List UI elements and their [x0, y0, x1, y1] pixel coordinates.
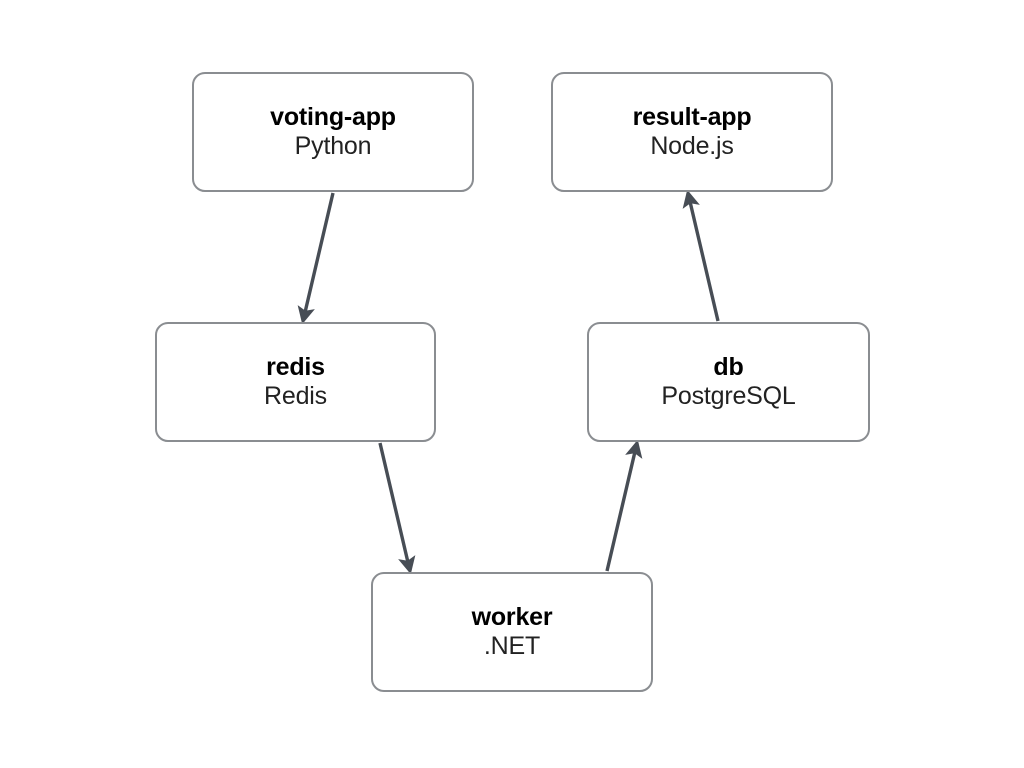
node-result-app-subtitle: Node.js [650, 132, 734, 160]
node-worker-subtitle: .NET [483, 632, 541, 660]
node-worker[interactable]: worker .NET [371, 572, 653, 692]
edge-voting-app-to-redis [297, 192, 335, 325]
node-voting-app-subtitle: Python [294, 132, 372, 160]
node-db-title: db [713, 352, 744, 381]
node-voting-app-title: voting-app [270, 102, 396, 131]
edge-worker-to-db [605, 439, 643, 572]
node-result-app[interactable]: result-app Node.js [551, 72, 833, 192]
node-redis[interactable]: redis Redis [155, 322, 436, 442]
node-worker-title: worker [471, 602, 553, 631]
edge-redis-to-worker [378, 442, 416, 575]
node-db[interactable]: db PostgreSQL [587, 322, 870, 442]
node-redis-subtitle: Redis [264, 382, 327, 410]
node-db-subtitle: PostgreSQL [661, 382, 796, 410]
node-result-app-title: result-app [632, 102, 752, 131]
node-redis-title: redis [266, 352, 325, 381]
node-voting-app[interactable]: voting-app Python [192, 72, 474, 192]
edge-db-to-result-app [682, 189, 720, 322]
